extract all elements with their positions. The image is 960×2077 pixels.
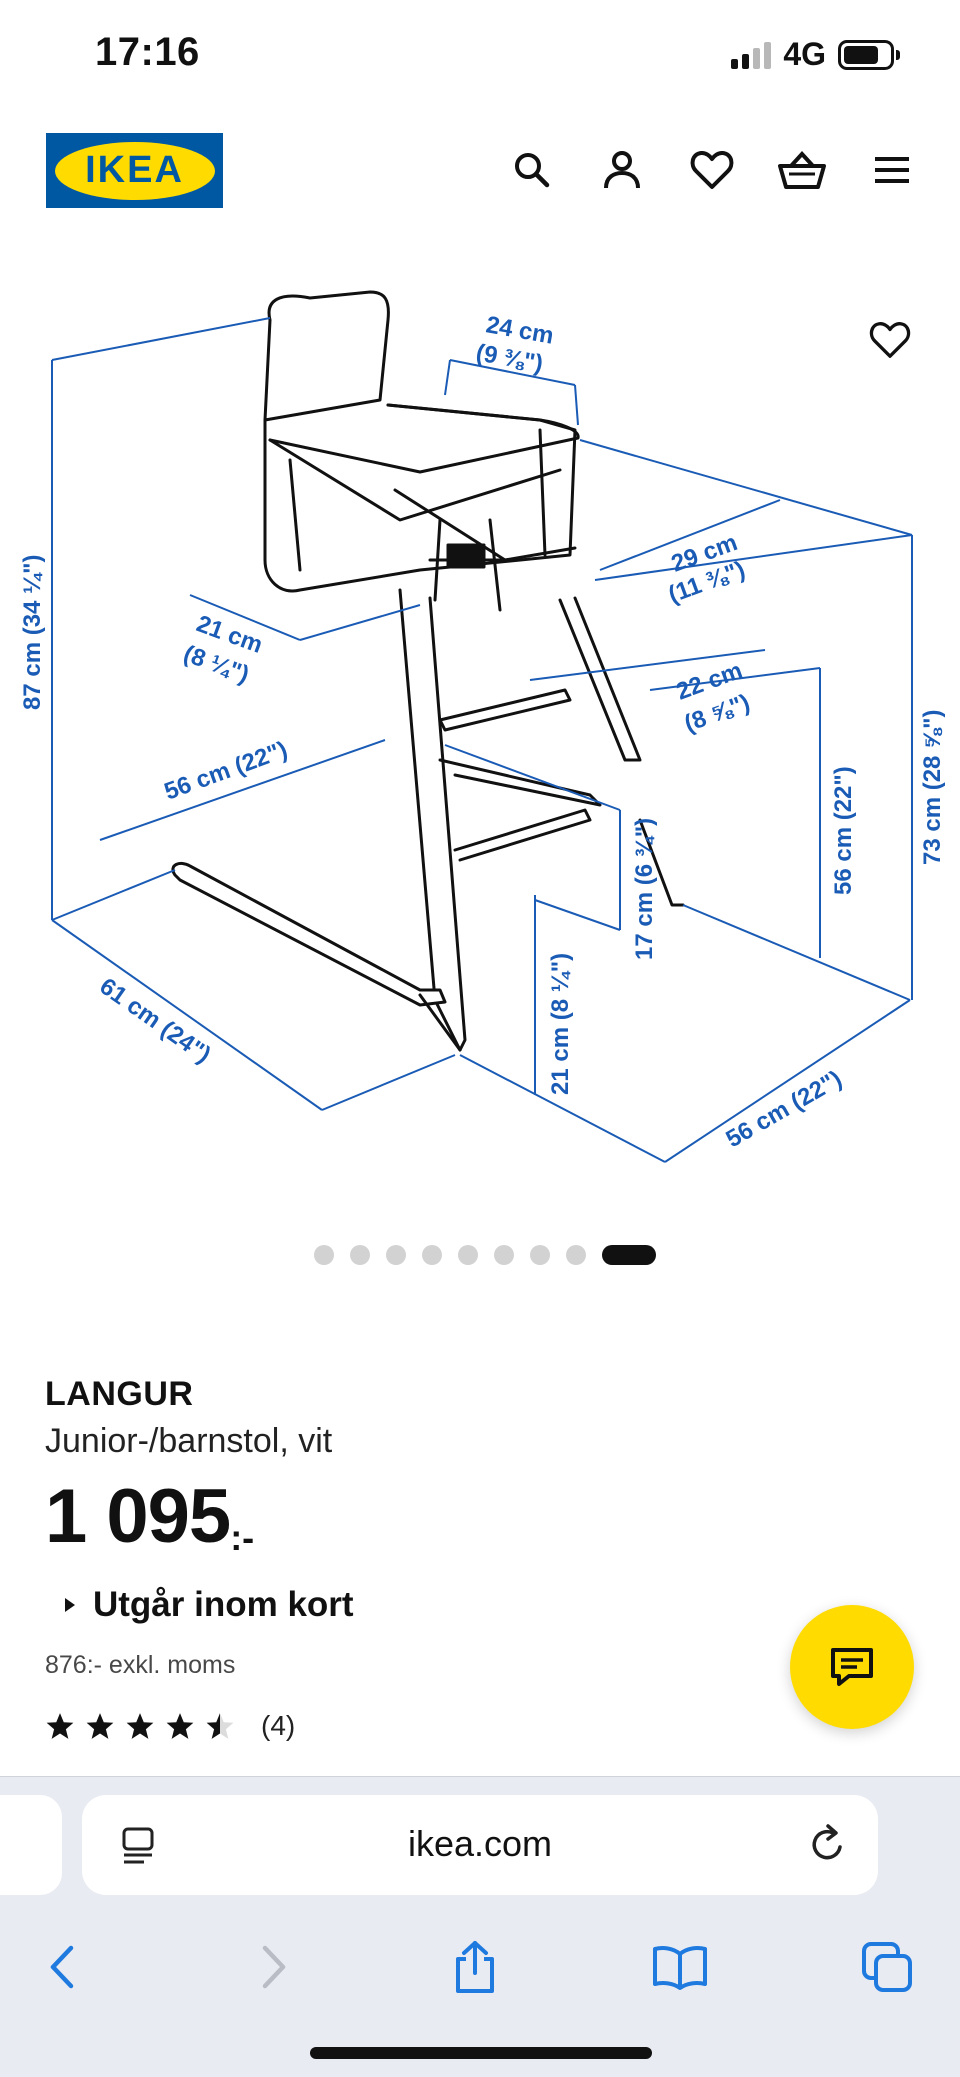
dim-seat-height: 56 cm (22") <box>830 766 857 895</box>
dim-total-height: 87 cm (34 ¼") <box>19 555 46 710</box>
logo-text: IKEA <box>85 149 184 191</box>
basket-icon[interactable] <box>772 140 832 200</box>
dim-total-width: 56 cm (22") <box>722 1065 847 1153</box>
rating-stars <box>45 1711 235 1741</box>
gallery-pagination <box>0 1245 960 1265</box>
add-to-favourites-icon[interactable] <box>860 310 920 370</box>
dim-footrest-step: 17 cm (6 ¾") <box>631 818 658 960</box>
status-bar: 17:16 4G <box>0 0 960 110</box>
availability-label: Utgår inom kort <box>93 1585 354 1624</box>
star-icon <box>206 1713 234 1739</box>
price-suffix: :- <box>230 1517 255 1558</box>
dim-table-height: 73 cm (28 ⅝") <box>919 710 946 865</box>
menu-icon[interactable] <box>862 140 922 200</box>
price-amount: 1 095 <box>45 1474 231 1559</box>
star-icon <box>166 1713 194 1739</box>
gallery-dot[interactable] <box>602 1245 656 1265</box>
product-description: Junior-/barnstol, vit <box>45 1422 333 1460</box>
heart-icon[interactable] <box>682 140 742 200</box>
reader-icon[interactable] <box>118 1823 158 1872</box>
gallery-dot[interactable] <box>350 1245 370 1265</box>
caret-right-icon <box>65 1598 75 1612</box>
status-indicators: 4G <box>731 36 900 73</box>
gallery-dot[interactable] <box>494 1245 514 1265</box>
battery-icon <box>838 39 900 70</box>
reload-icon[interactable] <box>806 1821 850 1874</box>
price-excl-vat: 876:- exkl. moms <box>45 1651 236 1679</box>
gallery-dot[interactable] <box>530 1245 550 1265</box>
home-indicator <box>310 2047 652 2059</box>
gallery-dot[interactable] <box>458 1245 478 1265</box>
product-name: LANGUR <box>45 1375 194 1413</box>
star-icon <box>126 1713 154 1739</box>
review-count: (4) <box>261 1710 296 1741</box>
ikea-logo[interactable]: IKEA <box>46 133 223 208</box>
site-header: IKEA <box>0 130 960 210</box>
signal-icon <box>731 41 772 69</box>
star-icon <box>46 1713 74 1739</box>
product-info: LANGUR Junior-/barnstol, vit 1 095 :- Ut… <box>45 1375 925 1742</box>
chat-icon <box>831 1648 873 1686</box>
dim-total-depth: 61 cm (24") <box>95 973 216 1069</box>
url-text: ikea.com <box>407 1823 553 1864</box>
availability-toggle[interactable]: Utgår inom kort <box>45 1585 925 1625</box>
back-icon[interactable] <box>28 1932 98 2002</box>
safari-nav <box>0 1932 960 2002</box>
product-image-gallery[interactable]: 24 cm (9 ⅜") 87 cm (34 ¼") 29 cm (11 ⅜")… <box>0 260 960 1190</box>
chat-button[interactable] <box>790 1605 914 1729</box>
dim-footrest-height: 21 cm (8 ¼") <box>547 953 574 1095</box>
gallery-dot[interactable] <box>314 1245 334 1265</box>
search-icon[interactable] <box>502 140 562 200</box>
gallery-dot[interactable] <box>566 1245 586 1265</box>
network-label: 4G <box>783 36 826 72</box>
gallery-dot[interactable] <box>422 1245 442 1265</box>
account-icon[interactable] <box>592 140 652 200</box>
star-icon <box>86 1713 114 1739</box>
product-price: 1 095 :- <box>45 1479 925 1559</box>
gallery-dot[interactable] <box>386 1245 406 1265</box>
status-time: 17:16 <box>95 30 200 74</box>
tabs-icon[interactable] <box>852 1932 922 2002</box>
previous-tab[interactable] <box>0 1795 62 1895</box>
header-actions <box>502 140 922 200</box>
address-bar[interactable]: ikea.com <box>82 1795 878 1895</box>
bookmarks-icon[interactable] <box>645 1932 715 2002</box>
browser-toolbar: ikea.com <box>0 1776 960 2077</box>
dimension-drawing: 24 cm (9 ⅜") 87 cm (34 ¼") 29 cm (11 ⅜")… <box>19 290 946 1163</box>
product-rating[interactable]: (4) <box>45 1710 925 1742</box>
share-icon[interactable] <box>440 1932 510 2002</box>
forward-icon[interactable] <box>238 1932 308 2002</box>
